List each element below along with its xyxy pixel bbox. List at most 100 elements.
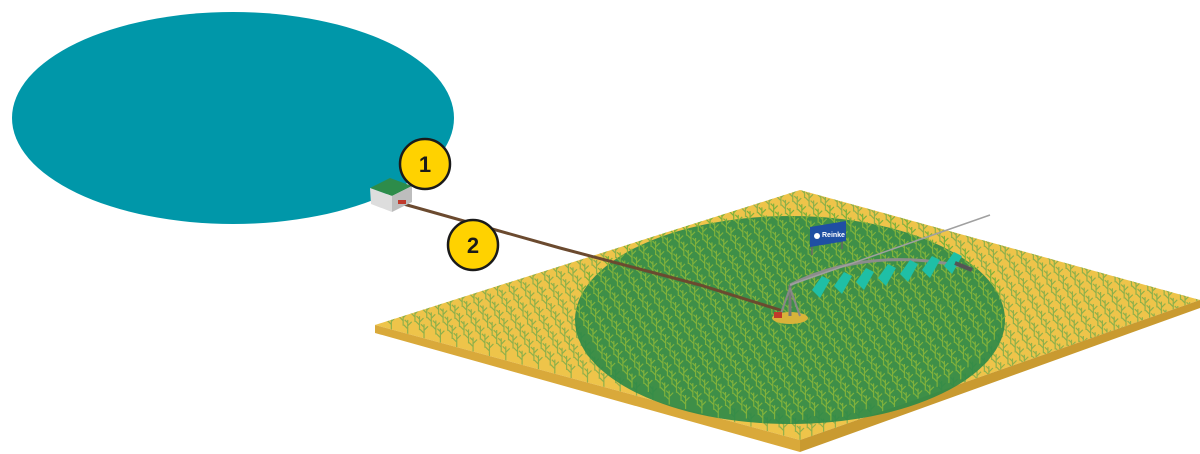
crop-plant xyxy=(850,350,860,365)
crop-plant xyxy=(811,304,821,320)
crop-plant xyxy=(1008,233,1017,248)
crop-plant xyxy=(704,262,714,277)
crop-plant xyxy=(751,247,761,262)
crop-plant xyxy=(682,297,692,313)
crop-plant xyxy=(996,361,1006,377)
crop-plant xyxy=(742,230,752,246)
crop-plant xyxy=(960,248,970,263)
crop-plant xyxy=(852,378,862,393)
crop-plant xyxy=(554,290,563,306)
crop-plant xyxy=(1015,346,1025,361)
brand-label: Reinke xyxy=(822,232,845,239)
crop-plant xyxy=(624,268,634,283)
crop-plant xyxy=(746,287,756,302)
crop-plant xyxy=(747,363,757,379)
crop-plant xyxy=(709,395,719,410)
crop-plant xyxy=(692,265,702,281)
crop-plant xyxy=(781,276,791,291)
crop-plant xyxy=(845,265,855,280)
crop-plant xyxy=(657,277,667,292)
crop-plant xyxy=(566,363,576,379)
crop-plant xyxy=(631,304,641,320)
crop-plant xyxy=(556,270,566,286)
crop-plant xyxy=(931,295,941,311)
crop-plant xyxy=(729,206,739,221)
crop-plant xyxy=(771,356,780,371)
crop-plant xyxy=(900,315,910,330)
crop-plant xyxy=(915,291,925,306)
crop-plant xyxy=(737,270,747,286)
crop-plant xyxy=(928,364,938,379)
crop-plant xyxy=(1072,299,1082,314)
crop-plant xyxy=(714,355,724,370)
crop-plant xyxy=(902,218,912,233)
crop-plant xyxy=(493,281,503,296)
crop-plant xyxy=(978,329,987,344)
crop-plant xyxy=(717,209,727,225)
crop-plant xyxy=(1018,277,1028,293)
crop-plant xyxy=(869,257,878,273)
crop-plant xyxy=(1065,311,1075,326)
crop-plant xyxy=(958,268,967,283)
crop-plant xyxy=(751,372,761,387)
crop-plant xyxy=(932,372,942,387)
crop-plant xyxy=(748,315,758,330)
crop-plant xyxy=(829,386,839,401)
crop-plant xyxy=(1024,237,1034,252)
crop-plant xyxy=(785,332,795,348)
crop-plant xyxy=(803,240,813,255)
crop-plant xyxy=(740,375,750,391)
crop-plant xyxy=(516,273,526,289)
crop-plant xyxy=(916,367,926,383)
crop-plant xyxy=(899,286,908,302)
crop-plant xyxy=(1044,298,1054,313)
crop-plant xyxy=(544,322,553,338)
crop-plant xyxy=(830,212,839,228)
crop-plant xyxy=(689,334,699,349)
crop-plant xyxy=(835,297,845,312)
crop-plant xyxy=(879,350,888,366)
crop-plant xyxy=(1140,296,1150,312)
crop-plant xyxy=(805,393,815,408)
crop-plant xyxy=(497,289,507,304)
crop-plant xyxy=(924,307,934,323)
crop-plant xyxy=(474,296,483,312)
crop-plant xyxy=(669,273,679,288)
crop-plant xyxy=(597,344,607,359)
crop-plant xyxy=(1014,269,1024,284)
crop-plant xyxy=(846,342,856,357)
crop-plant xyxy=(394,303,404,318)
crop-plant xyxy=(603,255,613,271)
crop-plant xyxy=(635,312,645,328)
crop-plant xyxy=(801,260,810,275)
crop-plant xyxy=(723,371,733,386)
crop-plant xyxy=(1075,279,1085,294)
crop-plant xyxy=(769,203,779,218)
crop-plant xyxy=(840,382,850,397)
crop-plant xyxy=(623,239,632,255)
crop-plant xyxy=(984,365,994,380)
crop-plant xyxy=(639,369,649,384)
crop-plant xyxy=(729,331,739,346)
crop-plant xyxy=(875,294,885,309)
crop-plant xyxy=(609,340,619,355)
crop-plant xyxy=(501,345,511,361)
crop-plant xyxy=(845,390,855,405)
crop-plant xyxy=(713,278,723,293)
crop-plant xyxy=(761,388,770,403)
crop-plant xyxy=(763,368,773,383)
crop-plant xyxy=(890,395,899,410)
crop-plant xyxy=(545,351,555,366)
crop-plant xyxy=(537,286,547,301)
crop-plant xyxy=(781,324,790,339)
crop-plant xyxy=(742,355,752,371)
crop-plant xyxy=(668,321,678,337)
crop-plant xyxy=(869,382,878,398)
crop-plant xyxy=(693,342,703,357)
crop-plant xyxy=(1040,241,1050,257)
crop-plant xyxy=(826,406,836,421)
crop-plant xyxy=(776,316,786,331)
crop-plant xyxy=(462,300,472,316)
crop-plant xyxy=(502,297,512,313)
crop-plant xyxy=(974,272,984,288)
